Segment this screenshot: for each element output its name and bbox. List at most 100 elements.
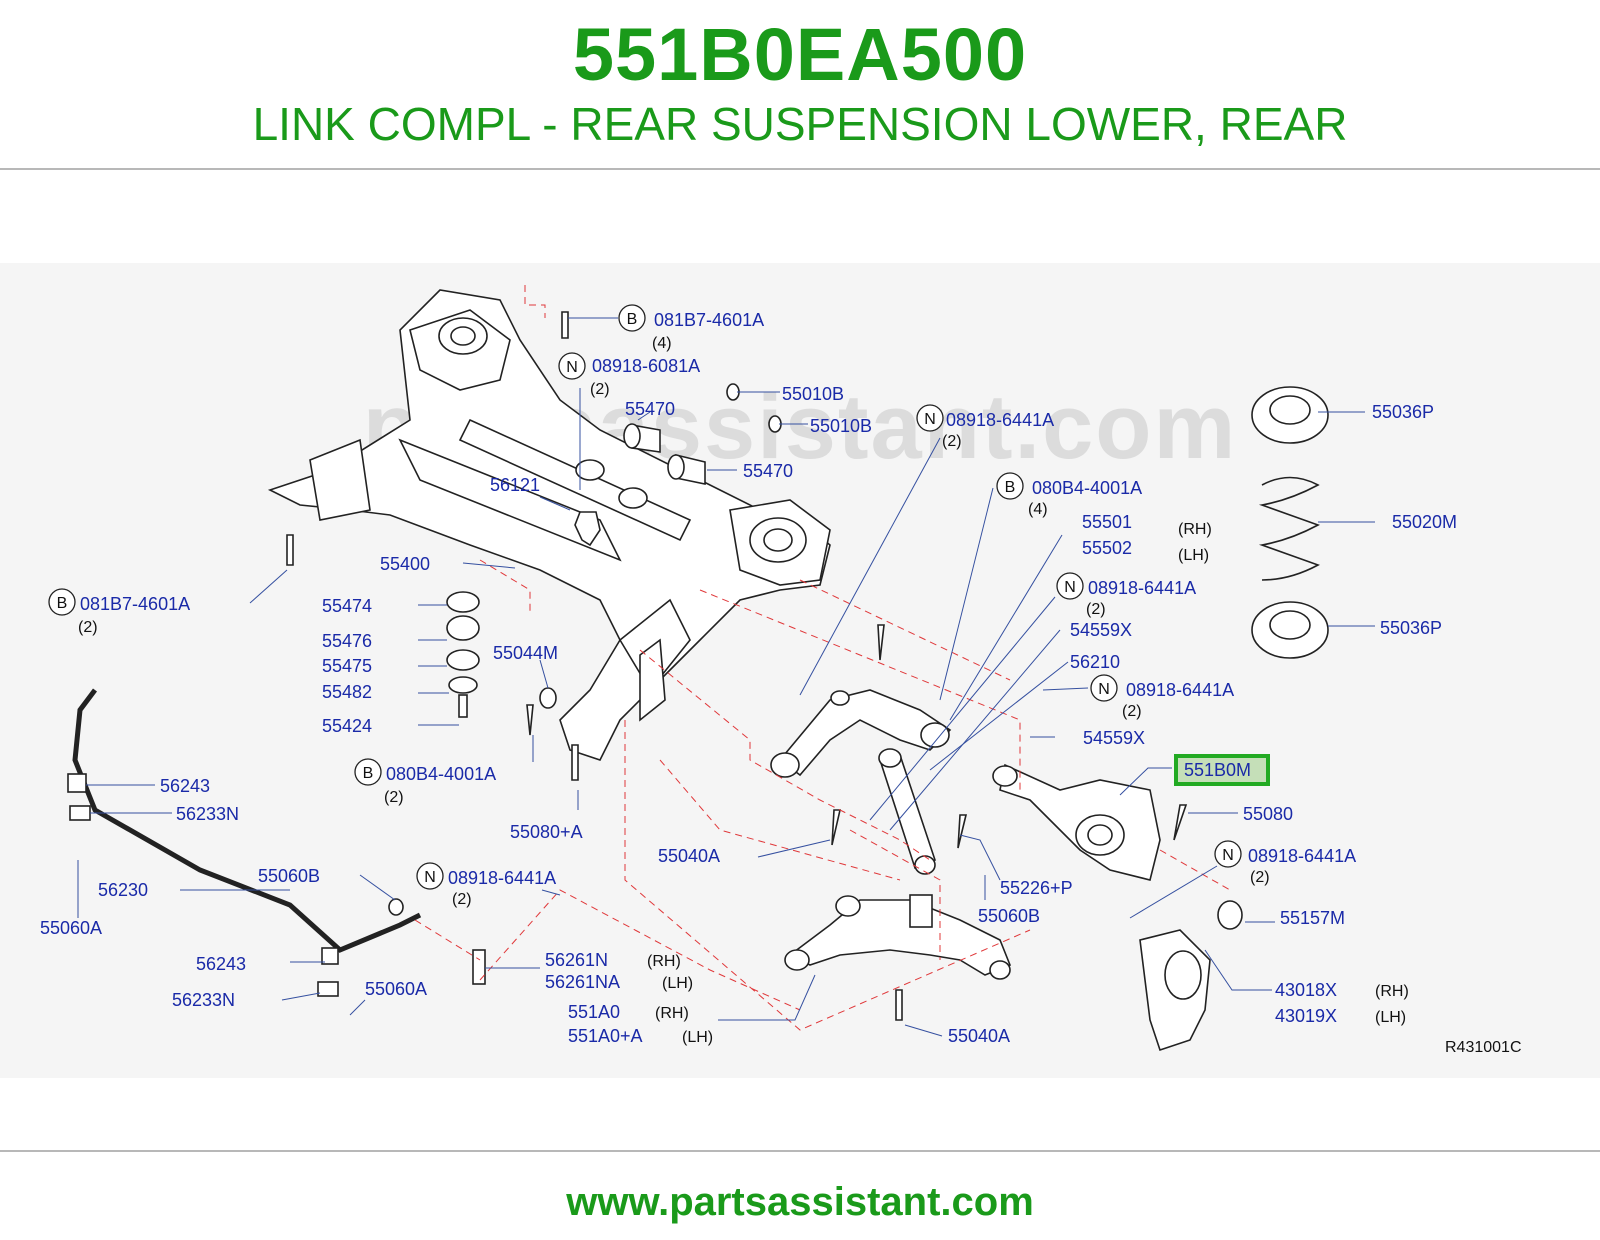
callout-side: (LH) [662,975,693,992]
callout-part: 43019X [1275,1006,1337,1026]
callout-badge: N [1064,579,1076,596]
parts-diagram-panel [0,263,1600,1078]
callout-part: 081B7-4601A [654,310,764,330]
callout-qty: (2) [384,789,404,806]
bushing-parts-55470 [623,423,706,485]
page-header: 551B0EA500 LINK COMPL - REAR SUSPENSION … [0,0,1600,170]
callout-part: 080B4-4001A [386,764,496,784]
callout-part: 54559X [1083,728,1145,748]
callout-part: 56233N [172,990,235,1010]
callout-badge: N [424,869,436,886]
callout-qty: (2) [1250,869,1270,886]
callout-part: 55482 [322,682,372,702]
part-number-title: 551B0EA500 [572,13,1028,96]
callout-badge: B [57,595,68,612]
stabilizer-bar-56230 [67,688,486,997]
callout-part: 56121 [490,475,540,495]
callout-part: 55157M [1280,908,1345,928]
upper-link-55501 [770,689,952,778]
callout-part: 55060B [978,906,1040,926]
callout-part: 08918-6081A [592,356,700,376]
callout-part: 55470 [625,399,675,419]
callout-part: 56210 [1070,652,1120,672]
diagram-reference: R431001C [1445,1039,1522,1056]
bolts [286,311,1188,1021]
callout-part: 55040A [948,1026,1010,1046]
callout-qty: (2) [452,891,472,908]
callout-badge: N [1098,681,1110,698]
small-washers [574,383,782,547]
footer-divider [0,1150,1600,1152]
coil-spring-parts [1251,386,1329,659]
callout-qty: (4) [1028,501,1048,518]
callout-part: 08918-6441A [448,868,556,888]
callout-badge: B [1005,479,1016,496]
callout-part: 54559X [1070,620,1132,640]
callout-badges [48,304,1242,890]
callout-qty: (2) [78,619,98,636]
footer-url[interactable]: www.partsassistant.com [566,1180,1034,1224]
callout-side: (LH) [1178,547,1209,564]
callout-side: (RH) [1178,521,1212,538]
callout-part: 55010B [782,384,844,404]
callout-part: 55060B [258,866,320,886]
callout-part: 55475 [322,656,372,676]
callout-qty: (2) [1122,703,1142,720]
callout-part: 55080+A [510,822,583,842]
callout-part: 081B7-4601A [80,594,190,614]
callout-part: 55226+P [1000,878,1073,898]
callout-part: 55474 [322,596,372,616]
callout-part: 56261NA [545,972,620,992]
callout-part: 080B4-4001A [1032,478,1142,498]
callout-part: 55476 [322,631,372,651]
callout-side: (RH) [647,953,681,970]
callout-labels: B 081B7-4601A (4) N 08918-6081A (2) 5501… [40,310,1522,1056]
callout-qty: (2) [590,381,610,398]
callout-part: 08918-6441A [1248,846,1356,866]
callout-qty: (4) [652,335,672,352]
mount-stack-55474-55424 [446,591,557,718]
callout-badge: B [363,765,374,782]
callout-qty: (2) [942,433,962,450]
callout-part: 08918-6441A [946,410,1054,430]
callout-part: 55060A [40,918,102,938]
callout-part: 55080 [1243,804,1293,824]
callout-badge: N [924,411,936,428]
callout-badge: B [627,311,638,328]
callout-part: 55060A [365,979,427,999]
callout-side: (RH) [1375,983,1409,1000]
callout-part: 55036P [1380,618,1442,638]
callout-part: 43018X [1275,980,1337,1000]
callout-part: 56233N [176,804,239,824]
callout-side: (RH) [655,1005,689,1022]
callout-side: (LH) [682,1029,713,1046]
part-description: LINK COMPL - REAR SUSPENSION LOWER, REAR [252,98,1348,150]
callout-part: 55400 [380,554,430,574]
callout-part: 56243 [196,954,246,974]
callout-part: 55502 [1082,538,1132,558]
callout-part: 55424 [322,716,372,736]
target-part-highlight [1174,754,1270,786]
callout-part: 55470 [743,461,793,481]
callout-badge: N [566,359,578,376]
callout-part: 08918-6441A [1088,578,1196,598]
callout-part: 56243 [160,776,210,796]
callout-part: 56230 [98,880,148,900]
lower-link-551B0M [992,763,1161,881]
callout-part: 55036P [1372,402,1434,422]
callout-part: 551A0 [568,1002,620,1022]
subframe-crossmember [267,289,831,761]
callout-part: 55040A [658,846,720,866]
callout-part: 08918-6441A [1126,680,1234,700]
callout-part: 56261N [545,950,608,970]
shock-absorber-56210 [878,748,936,875]
knuckle-43018X [1139,900,1243,1052]
lower-arm-551A0 [784,894,1012,980]
callout-qty: (2) [1086,601,1106,618]
callout-badge: N [1222,847,1234,864]
callout-leader-lines [77,317,1375,1037]
assembly-dashed-lines [414,285,1231,1031]
callout-part: 551A0+A [568,1026,643,1046]
target-part-label: 551B0M [1184,760,1251,780]
